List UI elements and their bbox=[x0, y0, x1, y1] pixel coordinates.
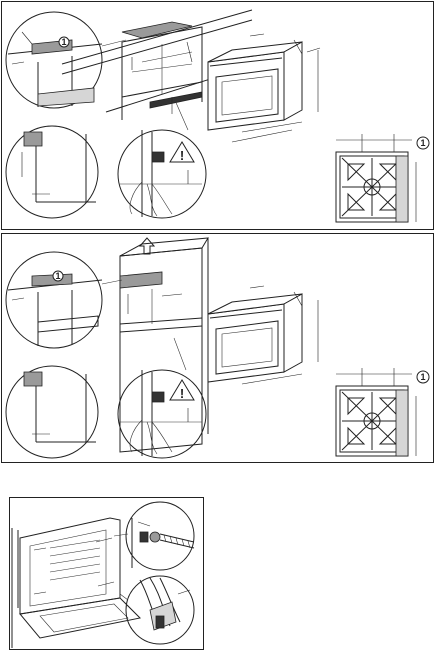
svg-text:1: 1 bbox=[61, 37, 66, 47]
hob-burner-icon bbox=[342, 158, 402, 216]
screw-icon bbox=[140, 532, 194, 548]
detail-circle-side bbox=[6, 126, 98, 218]
oven-appliance bbox=[208, 42, 302, 130]
oven-appliance bbox=[208, 294, 302, 382]
svg-text:1: 1 bbox=[55, 271, 60, 281]
oven-fixing-panel bbox=[9, 497, 204, 650]
detail-circle-side bbox=[6, 366, 98, 458]
svg-text:!: ! bbox=[180, 386, 184, 401]
hob-top-view: 1 bbox=[336, 134, 429, 222]
ventilation-grille bbox=[150, 92, 202, 108]
under-counter-installation-panel: 1 ! bbox=[1, 1, 434, 230]
detail-circle-top: 1 bbox=[6, 12, 102, 108]
oven-open-front bbox=[12, 518, 140, 648]
detail-circle-floor: ! bbox=[118, 370, 206, 458]
oven-fixing-diagram bbox=[10, 498, 205, 651]
svg-text:1: 1 bbox=[420, 138, 425, 148]
under-counter-diagram: 1 ! bbox=[2, 2, 435, 231]
detail-circle-bracket bbox=[126, 576, 194, 644]
hob-burner-icon bbox=[342, 392, 402, 450]
svg-text:1: 1 bbox=[420, 372, 425, 382]
detail-circle-floor: ! bbox=[118, 130, 206, 218]
column-cabinet-diagram: 1 ! bbox=[2, 234, 435, 464]
warning-triangle-icon: ! bbox=[170, 142, 194, 163]
column-cabinet-installation-panel: 1 ! bbox=[1, 233, 434, 463]
detail-circle-top: 1 bbox=[6, 252, 102, 348]
up-arrow-icon bbox=[140, 238, 154, 254]
detail-circle-screw bbox=[126, 502, 194, 570]
svg-text:!: ! bbox=[180, 148, 184, 163]
hob-top-view: 1 bbox=[336, 368, 429, 456]
warning-triangle-icon: ! bbox=[170, 380, 194, 401]
